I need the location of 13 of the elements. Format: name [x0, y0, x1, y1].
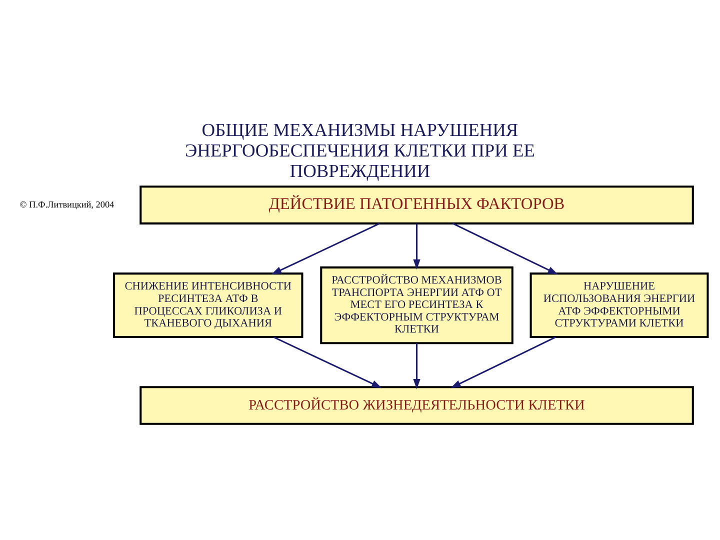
arrow [413, 223, 420, 270]
arrow [452, 222, 558, 274]
diagram-title: ОБЩИЕ МЕХАНИЗМЫ НАРУШЕНИЯ ЭНЕРГООБЕСПЕЧЕНИЯ КЛЕТКИ ПРИ ЕЕ ПОВРЕЖДЕНИИ [184, 119, 536, 180]
node-box: ДЕЙСТВИЕ ПАТОГЕННЫХ ФАКТОРОВ [140, 185, 694, 224]
arrow [413, 342, 420, 389]
arrow [271, 222, 380, 274]
label: © П.Ф.Литвицкий, 2004 [20, 198, 114, 209]
arrow [273, 336, 382, 388]
node-box: СНИЖЕНИЕ ИНТЕНСИВНОСТИ РЕСИНТЕЗА АТФ В ПРОЦЕССАХ ГЛИКОЛИЗА И ТКАНЕВОГО ДЫХАНИЯ [113, 272, 304, 338]
node-box: РАССТРОЙСТВО МЕХАНИЗМОВ ТРАНСПОРТА ЭНЕРГИИ АТФ ОТ МЕСТ ЕГО РЕСИНТЕЗА К ЭФФЕКТОРНЫМ СТРУКТУРАМ КЛЕТКИ [320, 266, 514, 344]
node-box: РАССТРОЙСТВО ЖИЗНЕДЕЯТЕЛЬНОСТИ КЛЕТКИ [140, 386, 694, 424]
node-box: НАРУШЕНИЕ ИСПОЛЬЗОВАНИЯ ЭНЕРГИИ АТФ ЭФФЕКТОРНЫМИ СТРУКТУРАМИ КЛЕТКИ [530, 272, 709, 338]
arrow [450, 336, 556, 388]
